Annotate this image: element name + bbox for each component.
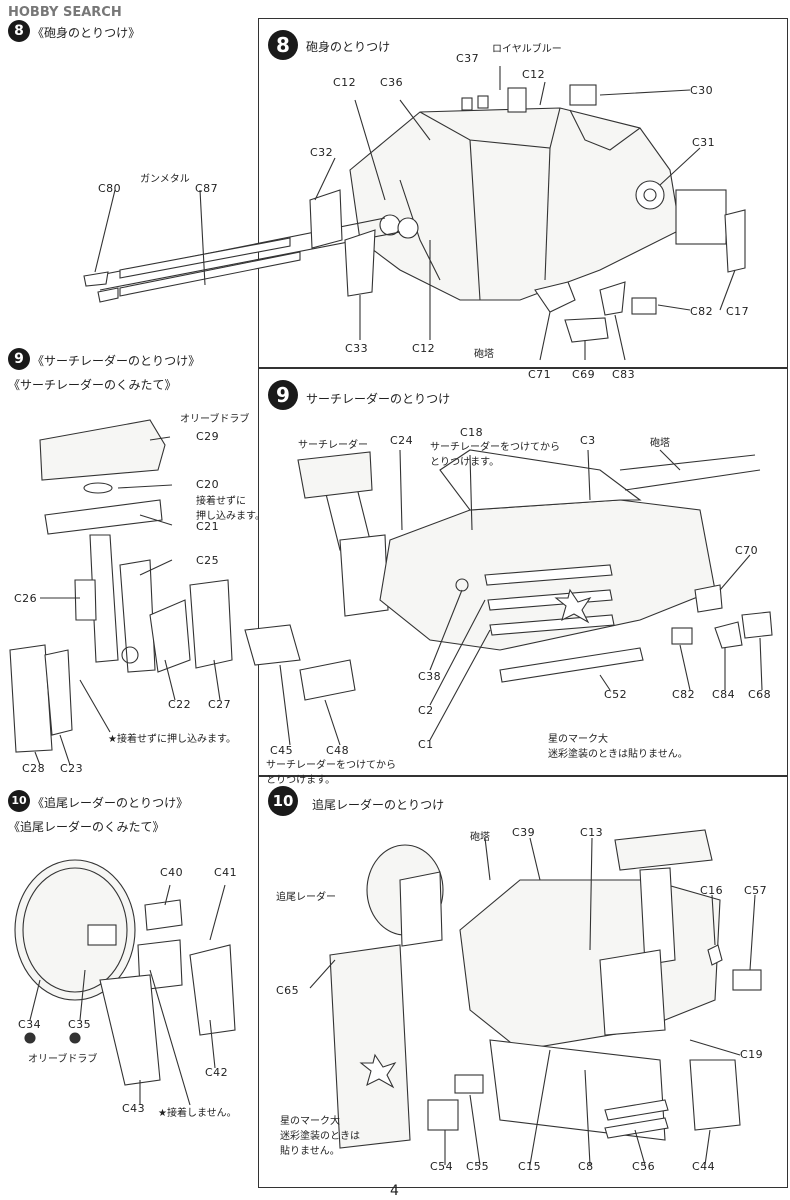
part-label: C21 — [196, 520, 220, 533]
step10-note-tracking: 追尾レーダー — [276, 892, 336, 903]
part-label: C33 — [345, 342, 369, 355]
part-label: C44 — [692, 1160, 716, 1173]
part-label: C12 — [522, 68, 546, 81]
step9-note-radar: サーチレーダー — [298, 440, 368, 451]
part-label: C52 — [604, 688, 628, 701]
part-label: C2 — [418, 704, 434, 717]
step8-title: 砲身のとりつけ — [306, 40, 391, 54]
step9-title: サーチレーダーのとりつけ — [306, 392, 451, 406]
step9-note-c18: サーチレーダーをつけてから とりつけます。 — [430, 442, 560, 468]
part-label: C37 — [456, 52, 480, 65]
step9-note-push: 接着せずに 押し込みます。 — [196, 496, 265, 522]
step10-note-turret: 砲塔 — [470, 832, 490, 843]
step8-title-small: 《砲身のとりつけ》 — [32, 26, 141, 40]
part-label: C16 — [700, 884, 724, 897]
step10-frame — [258, 776, 788, 1188]
part-label: C83 — [612, 368, 636, 381]
part-label: C13 — [580, 826, 604, 839]
part-label: C8 — [578, 1160, 594, 1173]
logo-text: HOBBY SEARCH — [8, 5, 122, 20]
step10-note-star-mark: 星のマーク大 迷彩塗装のときは 貼りません。 — [280, 1116, 360, 1157]
step10-note-olive: オリーブドラブ — [28, 1054, 98, 1065]
part-label: C82 — [672, 688, 696, 701]
part-label: C82 — [690, 305, 714, 318]
part-label: C3 — [580, 434, 596, 447]
part-label: C15 — [518, 1160, 542, 1173]
part-label: C80 — [98, 182, 122, 195]
part-label: C36 — [380, 76, 404, 89]
step9-note-star-push: ★接着せずに押し込みます。 — [108, 734, 236, 745]
part-label: C19 — [740, 1048, 764, 1061]
part-label: C17 — [726, 305, 750, 318]
step10-title-small: 《追尾レーダーのとりつけ》 — [32, 796, 189, 810]
part-label: C48 — [326, 744, 350, 757]
part-label: C30 — [690, 84, 714, 97]
part-label: C26 — [14, 592, 38, 605]
step10-badge-small: 10 — [8, 790, 30, 812]
part-label: C55 — [466, 1160, 490, 1173]
part-label: C22 — [168, 698, 192, 711]
part-label: C87 — [195, 182, 219, 195]
part-label: C42 — [205, 1066, 229, 1079]
step8-note-turret: 砲塔 — [474, 349, 494, 360]
step8-badge-small: 8 — [8, 20, 30, 42]
part-label: C34 — [18, 1018, 42, 1031]
step9-note-c45: サーチレーダーをつけてから とりつけます。 — [266, 760, 396, 786]
step9-badge: 9 — [268, 380, 298, 410]
part-label: C71 — [528, 368, 552, 381]
step10-title: 追尾レーダーのとりつけ — [312, 798, 445, 812]
part-label: C28 — [22, 762, 46, 775]
part-label: C45 — [270, 744, 294, 757]
part-label: C69 — [572, 368, 596, 381]
step9-note-olive: オリーブドラブ — [180, 414, 250, 425]
part-label: C57 — [744, 884, 768, 897]
step10-note-no-glue: ★接着しません。 — [158, 1108, 237, 1119]
step9-frame — [258, 368, 788, 776]
part-label: C35 — [68, 1018, 92, 1031]
part-label: C32 — [310, 146, 334, 159]
part-label: C27 — [208, 698, 232, 711]
part-label: C54 — [430, 1160, 454, 1173]
part-label: C29 — [196, 430, 220, 443]
part-label: C38 — [418, 670, 442, 683]
step10-title-sub: 《追尾レーダーのくみたて》 — [8, 820, 165, 834]
part-label: C25 — [196, 554, 220, 567]
part-label: C24 — [390, 434, 414, 447]
part-label: C68 — [748, 688, 772, 701]
step9-note-turret: 砲塔 — [650, 438, 670, 449]
step9-title-sub: 《サーチレーダーのくみたて》 — [8, 378, 177, 392]
part-label: C84 — [712, 688, 736, 701]
hobby-search-logo: HOBBY SEARCH — [8, 5, 122, 20]
part-label: C18 — [460, 426, 484, 439]
part-label: C23 — [60, 762, 84, 775]
step9-note-star-mark: 星のマーク大 迷彩塗装のときは貼りません。 — [548, 734, 688, 760]
part-label: C43 — [122, 1102, 146, 1115]
part-label: C12 — [333, 76, 357, 89]
step9-badge-small: 9 — [8, 348, 30, 370]
step8-frame — [258, 18, 788, 368]
part-label: C20 — [196, 478, 220, 491]
step9-title-small: 《サーチレーダーのとりつけ》 — [32, 354, 201, 368]
part-label: C31 — [692, 136, 716, 149]
part-label: C39 — [512, 826, 536, 839]
part-label: C12 — [412, 342, 436, 355]
part-label: C70 — [735, 544, 759, 557]
part-label: C65 — [276, 984, 300, 997]
part-label: C40 — [160, 866, 184, 879]
page-number: 4 — [390, 1183, 399, 1199]
step8-note-royal-blue: ロイヤルブルー — [492, 44, 562, 55]
part-label: C56 — [632, 1160, 656, 1173]
step10-badge: 10 — [268, 786, 298, 816]
part-label: C1 — [418, 738, 434, 751]
step8-badge: 8 — [268, 30, 298, 60]
part-label: C41 — [214, 866, 238, 879]
step8-note-gunmetal: ガンメタル — [140, 174, 190, 185]
